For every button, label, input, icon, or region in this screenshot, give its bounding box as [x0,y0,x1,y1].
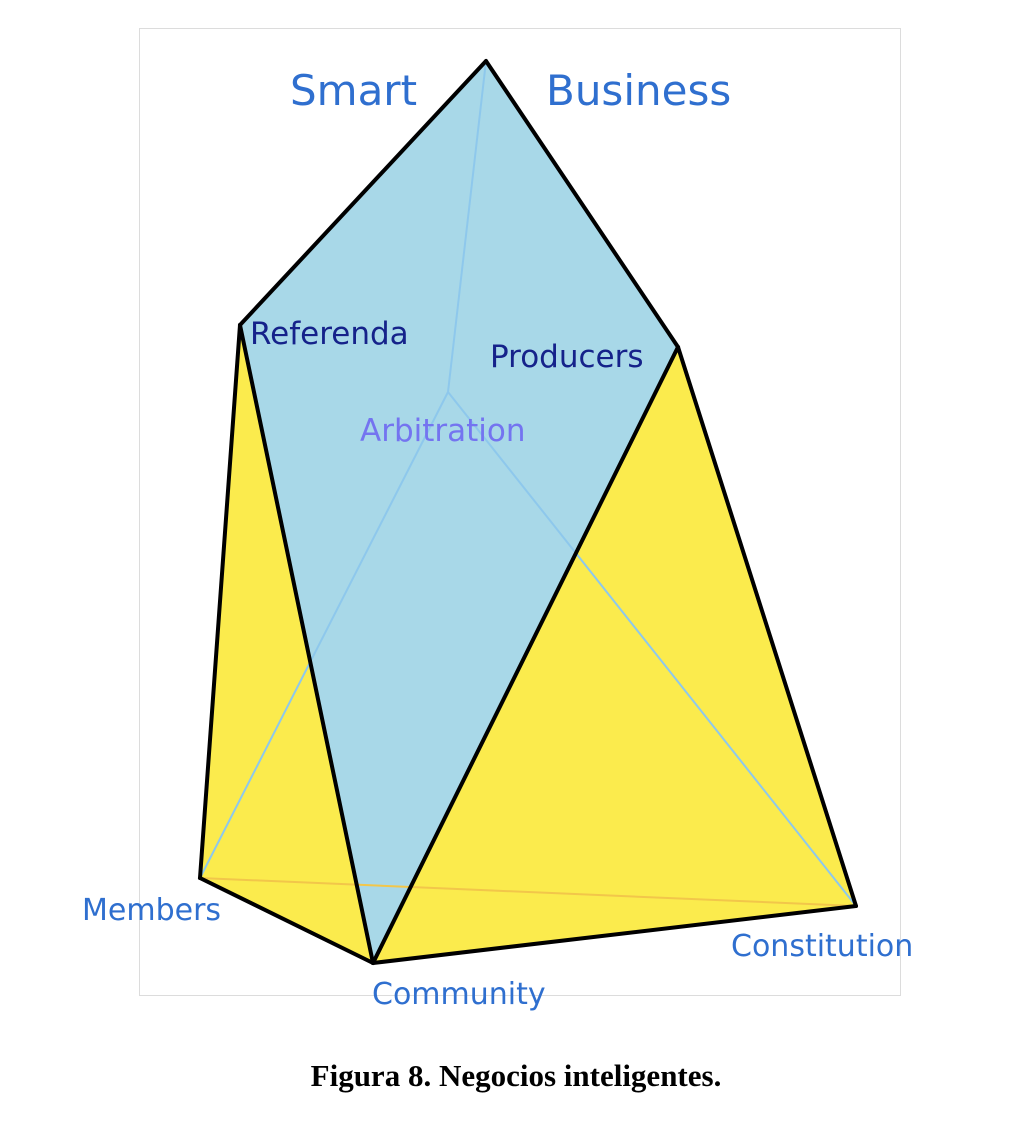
hidden-edge-arbitration-constitution [447,391,857,907]
edge-apex-producers [484,59,680,349]
hidden-edge-members-constitution [199,877,857,907]
vertex-label-arbitration: Arbitration [360,413,526,449]
bottom-front-face [373,347,856,963]
edge-apex-referenda [238,59,488,327]
vertex-label-constitution: Constitution [731,929,913,964]
vertex-label-producers: Producers [490,339,644,375]
edge-members-community [198,876,375,965]
vertex-label-referenda: Referenda [250,316,409,352]
title-smart: Smart [290,66,417,115]
hidden-edge-apex-arbitration [447,60,487,393]
title-business: Business [546,66,731,115]
figure-frame [139,28,901,996]
vertex-label-community: Community [372,977,546,1012]
edge-referenda-members [198,323,242,880]
vertex-label-members: Members [82,893,221,928]
edge-referenda-community [238,323,375,965]
edge-producers-constitution [676,345,858,908]
hidden-edges [199,60,857,907]
upper-face [240,61,678,963]
edge-producers-community [371,345,680,965]
hidden-edge-arbitration-members [199,391,449,879]
left-side-face [200,325,373,963]
edge-community-constitution [371,904,858,965]
figure-caption: Figura 8. Negocios inteligentes. [310,1058,722,1093]
visible-edges [198,59,858,965]
